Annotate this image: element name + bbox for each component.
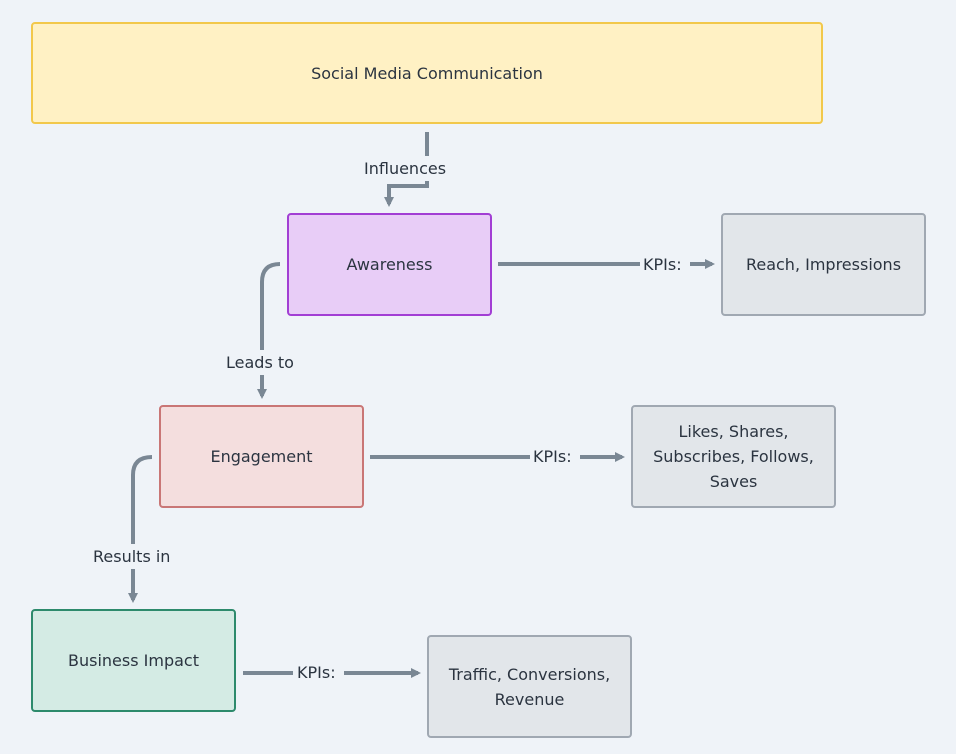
node-reach-impressions[interactable]: Reach, Impressions (721, 213, 926, 316)
node-awareness-label: Awareness (346, 255, 433, 274)
label-kpi-engagement: KPIs: (531, 446, 574, 468)
node-traffic-conversions-label: Traffic, Conversions, Revenue (448, 664, 611, 709)
node-traffic-conversions[interactable]: Traffic, Conversions, Revenue (427, 635, 632, 738)
node-likes-shares-label: Likes, Shares, Subscribes, Follows, Save… (653, 422, 814, 491)
node-engagement-label: Engagement (210, 447, 313, 466)
node-social-media-communication-label: Social Media Communication (311, 63, 543, 83)
node-engagement[interactable]: Engagement (159, 405, 364, 508)
label-kpi-business: KPIs: (295, 662, 338, 684)
node-awareness[interactable]: Awareness (287, 213, 492, 316)
node-business-impact[interactable]: Business Impact (31, 609, 236, 712)
edge-leads-to (262, 262, 281, 396)
label-kpi-awareness: KPIs: (641, 254, 684, 276)
label-influences: Influences (362, 158, 449, 180)
edge-influences (389, 132, 429, 204)
label-results-in: Results in (91, 546, 173, 568)
node-social-media-communication[interactable]: Social Media Communication (31, 22, 823, 124)
node-likes-shares[interactable]: Likes, Shares, Subscribes, Follows, Save… (631, 405, 836, 508)
label-leads-to: Leads to (224, 352, 296, 374)
node-business-impact-label: Business Impact (68, 651, 199, 670)
node-reach-impressions-label: Reach, Impressions (745, 255, 902, 274)
edge-results-in (133, 455, 153, 600)
